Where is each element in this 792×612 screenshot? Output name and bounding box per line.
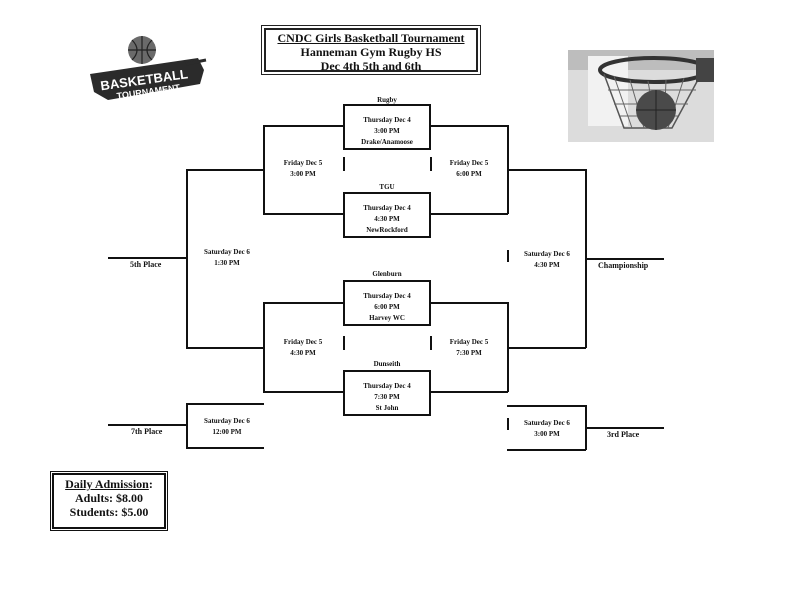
game4-site: Dunseith xyxy=(373,360,401,368)
tournament-title: CNDC Girls Basketball Tournament xyxy=(277,31,465,45)
saturday-right-slot: Saturday Dec 6 4:30 PM xyxy=(512,249,582,271)
saturday-third-slot: Saturday Dec 6 3:00 PM xyxy=(512,418,582,440)
game1-teams: Drake/Anamoose xyxy=(361,138,413,146)
game1-day: Thursday Dec 4 xyxy=(363,116,411,124)
friday-left-top-time: 3:00 PM xyxy=(290,170,316,178)
tournament-title-box: CNDC Girls Basketball Tournament Hannema… xyxy=(261,25,481,75)
game3-box: Thursday Dec 4 6:00 PM Harvey WC xyxy=(343,280,431,326)
friday-right-bottom-slot: Friday Dec 5 7:30 PM xyxy=(436,337,502,359)
friday-left-bottom-slot: Friday Dec 5 4:30 PM xyxy=(270,337,336,359)
friday-right-top-day: Friday Dec 5 xyxy=(449,159,489,167)
game3-teams: Harvey WC xyxy=(369,314,405,322)
game4-box: Thursday Dec 4 7:30 PM St John xyxy=(343,370,431,416)
friday-left-top-slot: Friday Dec 5 3:00 PM xyxy=(270,158,336,180)
game3-day: Thursday Dec 4 xyxy=(363,292,411,300)
admission-heading: Daily Admission xyxy=(65,477,149,491)
dates-title: Dec 4th 5th and 6th xyxy=(320,59,422,73)
saturday-seventh-day: Saturday Dec 6 xyxy=(204,417,250,425)
championship-label: Championship xyxy=(598,261,649,270)
students-price: Students: $5.00 xyxy=(69,505,149,519)
friday-left-bottom-day: Friday Dec 5 xyxy=(283,338,323,346)
game4-day: Thursday Dec 4 xyxy=(363,382,411,390)
friday-right-bottom-time: 7:30 PM xyxy=(456,349,482,357)
basketball-tournament-logo: BASKETBALL TOURNAMENT xyxy=(86,34,210,106)
saturday-third-time: 3:00 PM xyxy=(534,430,560,438)
game2-time: 4:30 PM xyxy=(374,215,400,223)
game4-teams: St John xyxy=(375,404,399,412)
admission-box: Daily Admission: Adults: $8.00 Students:… xyxy=(50,471,168,531)
saturday-right-time: 4:30 PM xyxy=(534,261,560,269)
fifth-place-label: 5th Place xyxy=(130,260,162,269)
game1-box: Thursday Dec 4 3:00 PM Drake/Anamoose xyxy=(343,104,431,150)
seventh-place-label: 7th Place xyxy=(131,427,163,436)
admission-heading-row: Daily Admission: xyxy=(54,477,164,491)
game2-box: Thursday Dec 4 4:30 PM NewRockford xyxy=(343,192,431,238)
game2-site: TGU xyxy=(379,183,395,191)
hoop-icon xyxy=(568,50,714,142)
game1-site: Rugby xyxy=(377,96,397,104)
game3-site: Glenburn xyxy=(372,270,402,278)
friday-right-top-time: 6:00 PM xyxy=(456,170,482,178)
saturday-left-day: Saturday Dec 6 xyxy=(204,248,250,256)
game2-day: Thursday Dec 4 xyxy=(363,204,411,212)
friday-right-bottom-day: Friday Dec 5 xyxy=(449,338,489,346)
saturday-third-day: Saturday Dec 6 xyxy=(524,419,570,427)
saturday-seventh-slot: Saturday Dec 6 12:00 PM xyxy=(192,416,262,438)
friday-left-top-day: Friday Dec 5 xyxy=(283,159,323,167)
saturday-left-slot: Saturday Dec 6 1:30 PM xyxy=(192,247,262,269)
basketball-hoop-photo xyxy=(568,50,714,142)
saturday-seventh-time: 12:00 PM xyxy=(212,428,242,436)
saturday-right-day: Saturday Dec 6 xyxy=(524,250,570,258)
friday-left-bottom-time: 4:30 PM xyxy=(290,349,316,357)
friday-right-top-slot: Friday Dec 5 6:00 PM xyxy=(436,158,502,180)
admission-colon: : xyxy=(148,477,153,491)
saturday-left-time: 1:30 PM xyxy=(214,259,240,267)
adults-price: Adults: $8.00 xyxy=(74,491,143,505)
game2-teams: NewRockford xyxy=(366,226,408,234)
logo-graphic: BASKETBALL TOURNAMENT xyxy=(90,36,207,101)
game1-time: 3:00 PM xyxy=(374,127,400,135)
venue-title: Hanneman Gym Rugby HS xyxy=(300,45,442,59)
game4-time: 7:30 PM xyxy=(374,393,400,401)
third-place-label: 3rd Place xyxy=(607,430,640,439)
game3-time: 6:00 PM xyxy=(374,303,400,311)
